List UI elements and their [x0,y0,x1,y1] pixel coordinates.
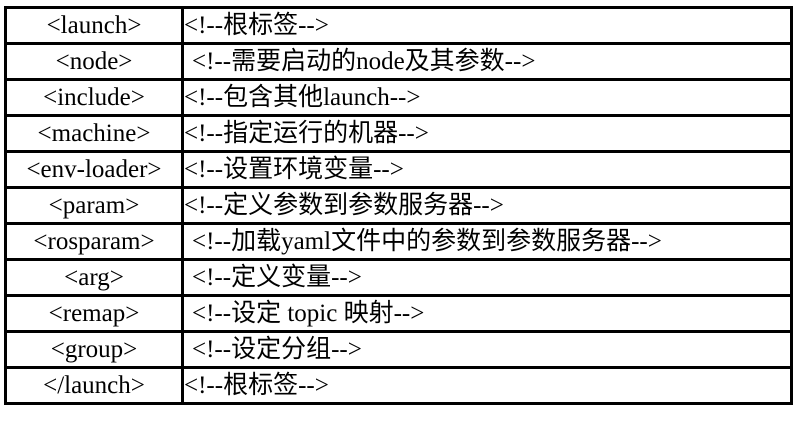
comment-cell: <!--需要启动的node及其参数--> [181,42,793,81]
tag-cell: <remap> [4,294,184,333]
comment-cell: <!--根标签--> [181,6,793,45]
comment-cell: <!--加载yaml文件中的参数到参数服务器--> [181,222,793,261]
table-row: <launch> <!--根标签--> [4,6,793,45]
comment-text: <!--设定 topic 映射--> [192,300,425,327]
tag-cell: <arg> [4,258,184,297]
comment-text: <!--设置环境变量--> [184,156,404,183]
comment-text: <!--定义变量--> [192,264,362,291]
comment-text: <!--根标签--> [184,372,329,399]
table-row: </launch> <!--根标签--> [4,366,793,405]
comment-text: <!--需要启动的node及其参数--> [192,48,536,75]
tag-cell: <rosparam> [4,222,184,261]
tag-cell: <include> [4,78,184,117]
comment-cell: <!--设置环境变量--> [181,150,793,189]
comment-cell: <!--定义参数到参数服务器--> [181,186,793,225]
comment-text: <!--加载yaml文件中的参数到参数服务器--> [192,228,662,255]
comment-text: <!--包含其他launch--> [184,84,421,111]
table-row: <include> <!--包含其他launch--> [4,78,793,117]
launch-tags-table: <launch> <!--根标签--> <node> <!--需要启动的node… [4,6,793,405]
tag-cell: <group> [4,330,184,369]
table-row: <param> <!--定义参数到参数服务器--> [4,186,793,225]
comment-text: <!--设定分组--> [192,336,362,363]
comment-cell: <!--设定分组--> [181,330,793,369]
tag-cell: <launch> [4,6,184,45]
tag-cell: <node> [4,42,184,81]
table-row: <rosparam> <!--加载yaml文件中的参数到参数服务器--> [4,222,793,261]
comment-cell: <!--包含其他launch--> [181,78,793,117]
tag-cell: <env-loader> [4,150,184,189]
table-row: <node> <!--需要启动的node及其参数--> [4,42,793,81]
table-row: <remap> <!--设定 topic 映射--> [4,294,793,333]
comment-cell: <!--设定 topic 映射--> [181,294,793,333]
tag-cell: </launch> [4,366,184,405]
comment-text: <!--根标签--> [184,12,329,39]
tag-cell: <machine> [4,114,184,153]
comment-cell: <!--根标签--> [181,366,793,405]
comment-cell: <!--定义变量--> [181,258,793,297]
table-row: <env-loader> <!--设置环境变量--> [4,150,793,189]
table-row: <group> <!--设定分组--> [4,330,793,369]
table-row: <machine> <!--指定运行的机器--> [4,114,793,153]
table-row: <arg> <!--定义变量--> [4,258,793,297]
tag-cell: <param> [4,186,184,225]
comment-text: <!--定义参数到参数服务器--> [184,192,504,219]
launch-tags-table-container: <launch> <!--根标签--> <node> <!--需要启动的node… [4,6,793,405]
comment-text: <!--指定运行的机器--> [184,120,429,147]
comment-cell: <!--指定运行的机器--> [181,114,793,153]
